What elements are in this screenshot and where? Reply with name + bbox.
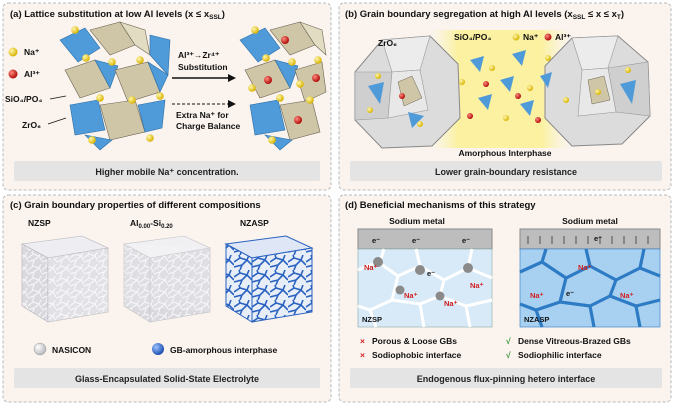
na-ion-label-left-1: Na⁺ bbox=[364, 263, 378, 272]
label-na: Na⁺ bbox=[523, 32, 539, 42]
electron-label-left-2: e⁻ bbox=[412, 236, 420, 245]
sodium-metal-label-left: Sodium metal bbox=[389, 216, 445, 226]
arrow-label-charge-balance-line2: Charge Balance bbox=[176, 121, 241, 131]
na-ion-label-left-3: Na⁺ bbox=[444, 299, 458, 308]
na-ion-label-right-3: Na⁺ bbox=[620, 291, 634, 300]
bullet-sodiophobic: Sodiophobic interface bbox=[372, 350, 462, 360]
panel-a-caption: Higher mobile Na⁺ concentration. bbox=[95, 167, 238, 177]
na-ion-marker bbox=[512, 33, 520, 41]
zro6-pointer-line bbox=[47, 117, 67, 125]
na-ion-label-left-4: Na⁺ bbox=[470, 281, 484, 290]
lattice-structure-after bbox=[239, 21, 327, 151]
label-zro6: ZrO₆ bbox=[378, 38, 397, 48]
sio4-pointer-line bbox=[49, 95, 67, 100]
al-ion-marker bbox=[544, 33, 552, 41]
label-amorphous-interphase: Amorphous Interphase bbox=[458, 148, 551, 158]
panel-c-caption-bar bbox=[14, 368, 320, 388]
cube-al-si bbox=[123, 235, 212, 323]
legend-al-label: Al³⁺ bbox=[24, 69, 40, 79]
sample-label-nzasp: NZASP bbox=[240, 218, 269, 228]
grain-left bbox=[354, 35, 461, 149]
panel-d-caption-bar bbox=[350, 368, 662, 388]
legend-sio4-label: SiO₄/PO₄ bbox=[5, 94, 42, 104]
panel-a-caption-bar bbox=[14, 161, 320, 181]
legend-nasicon: NASICON bbox=[52, 345, 91, 355]
flux-arrows bbox=[527, 236, 649, 244]
arrow-label-substitution-line2: Substitution bbox=[178, 62, 228, 72]
na-ion-legend-marker bbox=[8, 47, 18, 57]
panel-a: (a) Lattice substitution at low Al level… bbox=[2, 2, 332, 191]
bullet-sodiophilic: Sodiophilic interface bbox=[518, 350, 602, 360]
electrolyte-label-nzasp: NZASP bbox=[524, 315, 549, 324]
cube-nzasp bbox=[224, 235, 314, 323]
electron-label-left-3: e⁻ bbox=[462, 236, 470, 245]
panel-b-title: (b) Grain boundary segregation at high A… bbox=[345, 9, 624, 21]
bullet-porous-gbs: Porous & Loose GBs bbox=[372, 336, 457, 346]
substitution-arrow bbox=[172, 74, 236, 82]
label-al: Al³⁺ bbox=[555, 32, 571, 42]
cube-nzsp bbox=[21, 235, 110, 323]
nasicon-legend-marker bbox=[33, 342, 47, 356]
charge-balance-arrow bbox=[172, 100, 236, 108]
panel-c-caption: Glass-Encapsulated Solid-State Electroly… bbox=[75, 374, 259, 384]
electrolyte-label-nzsp: NZSP bbox=[362, 315, 382, 324]
panel-a-title: (a) Lattice substitution at low Al level… bbox=[10, 9, 225, 21]
panel-b: (b) Grain boundary segregation at high A… bbox=[338, 2, 672, 191]
nzsp-electrolyte bbox=[357, 248, 493, 328]
sodium-metal-layer-right bbox=[519, 228, 661, 250]
panel-d: (d) Beneficial mechanisms of this strate… bbox=[338, 194, 672, 403]
panel-b-caption-bar bbox=[350, 161, 662, 181]
na-ion-label-right-2: Na⁺ bbox=[578, 263, 592, 272]
al-ion-legend-marker bbox=[8, 69, 18, 79]
panel-c: (c) Grain boundary properties of differe… bbox=[2, 194, 332, 403]
nzasp-electrolyte bbox=[519, 248, 661, 328]
check-mark-2: √ bbox=[506, 350, 511, 360]
interphase-species bbox=[459, 50, 552, 123]
label-sio4: SiO₄/PO₄ bbox=[454, 32, 491, 42]
check-mark-1: √ bbox=[506, 336, 511, 346]
arrow-label-charge-balance-line1: Extra Na⁺ for bbox=[176, 110, 229, 120]
arrow-label-substitution-line1: Al³⁺→Zr⁴⁺ bbox=[178, 50, 220, 60]
cross-mark-2: × bbox=[360, 350, 365, 360]
cross-mark-1: × bbox=[360, 336, 365, 346]
sample-label-al-si: Al0.00-Si0.20 bbox=[130, 218, 173, 230]
legend-gb-interphase: GB-amorphous interphase bbox=[170, 345, 277, 355]
electron-label-left-1: e⁻ bbox=[372, 236, 380, 245]
panel-b-caption: Lower grain-boundary resistance bbox=[435, 167, 577, 177]
electron-label-right-1: e⁻ bbox=[594, 234, 602, 243]
sodium-metal-label-right: Sodium metal bbox=[562, 216, 618, 226]
legend-zro6-label: ZrO₆ bbox=[22, 120, 41, 130]
panel-d-title: (d) Beneficial mechanisms of this strate… bbox=[345, 200, 536, 211]
electron-label-right-2: e⁻ bbox=[566, 289, 574, 298]
lattice-structure-before bbox=[59, 21, 171, 151]
electron-label-left-4: e⁻ bbox=[427, 269, 435, 278]
gb-interphase-legend-marker bbox=[152, 343, 164, 355]
bullet-dense-gbs: Dense Vitreous-Brazed GBs bbox=[518, 336, 631, 346]
panel-d-caption: Endogenous flux-pinning hetero interface bbox=[417, 374, 596, 384]
panel-c-title: (c) Grain boundary properties of differe… bbox=[10, 200, 261, 211]
na-ion-label-right-1: Na⁺ bbox=[530, 291, 544, 300]
sample-label-nzsp: NZSP bbox=[28, 218, 51, 228]
legend-na-label: Na⁺ bbox=[24, 47, 40, 57]
grain-right bbox=[544, 35, 651, 147]
na-ion-label-left-2: Na⁺ bbox=[404, 291, 418, 300]
